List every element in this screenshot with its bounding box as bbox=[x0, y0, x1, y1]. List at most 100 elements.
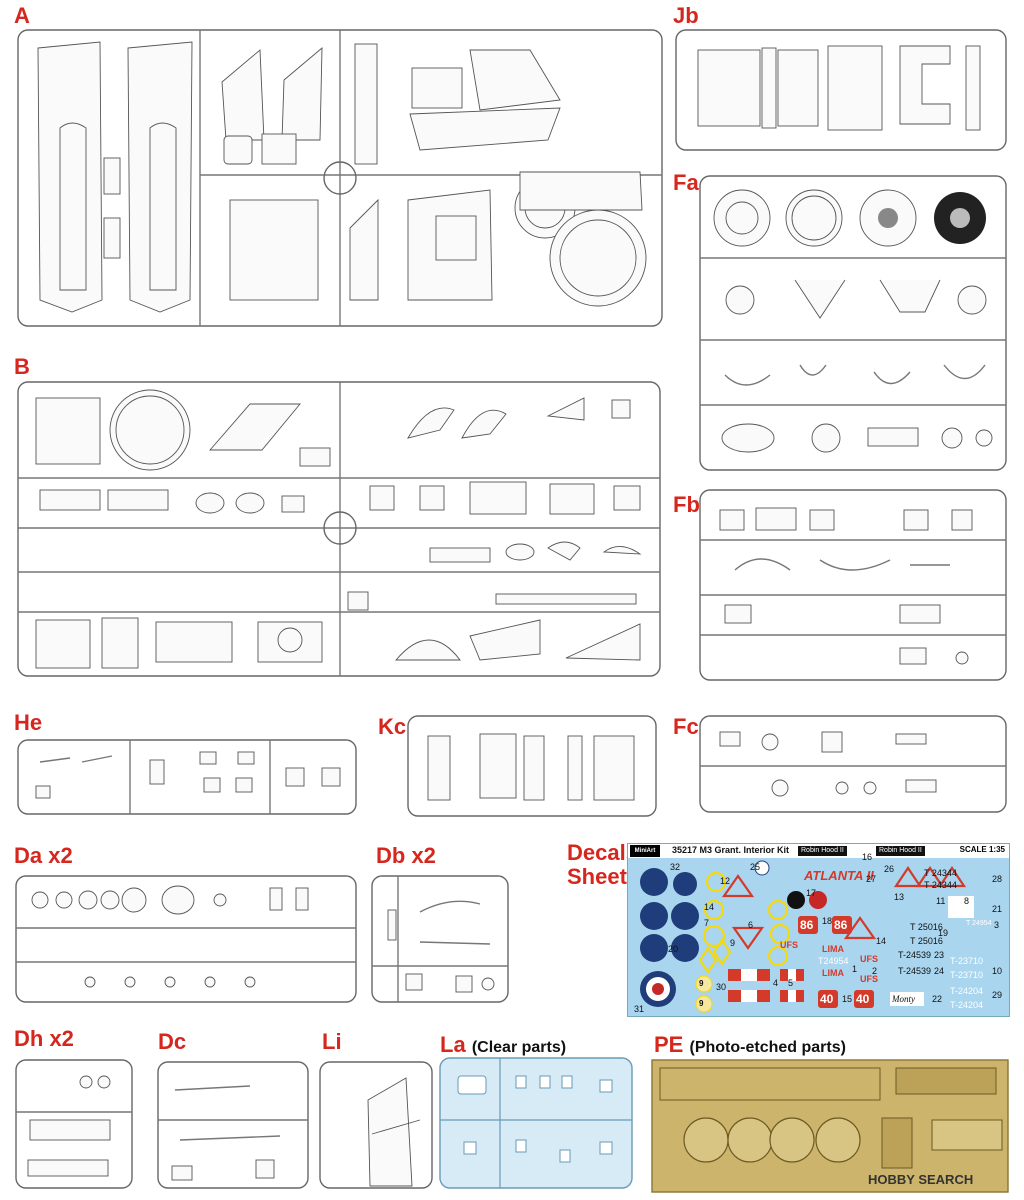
decal-ufs-3: UFS bbox=[860, 974, 878, 984]
decal-num-9: 9 bbox=[730, 938, 736, 948]
decal-atlanta: ATLANTA II bbox=[804, 868, 874, 883]
decal-num-29: 29 bbox=[992, 990, 1003, 1000]
decal-num-14a: 14 bbox=[704, 902, 715, 912]
decal-num-24: 24 bbox=[934, 966, 945, 976]
decal-40-bg-1 bbox=[818, 990, 838, 1008]
decal-num-3: 3 bbox=[994, 920, 1000, 930]
decal-num-30: 30 bbox=[716, 982, 727, 992]
decal-num-4: 4 bbox=[773, 978, 779, 988]
decal-kit-title: 35217 M3 Grant. Interior Kit bbox=[672, 845, 790, 855]
decal-ufs-1: UFS bbox=[780, 940, 798, 950]
sprue-da bbox=[15, 875, 357, 1003]
pe-code: PE bbox=[654, 1032, 684, 1057]
decal-40-bg-2 bbox=[854, 990, 874, 1008]
pe-subtitle: (Photo-etched parts) bbox=[689, 1039, 846, 1056]
la-code: La bbox=[440, 1032, 466, 1057]
decal-47-bg bbox=[948, 896, 974, 918]
decal-robin-hood-2: Robin Hood II bbox=[876, 846, 925, 856]
decal-num-8: 8 bbox=[964, 896, 970, 906]
decal-t24539-b: T-24539 bbox=[898, 966, 932, 976]
decal-num-2: 2 bbox=[872, 966, 878, 976]
decal-flags bbox=[728, 969, 804, 1002]
decal-disc-9-1 bbox=[695, 975, 713, 993]
decal-t25016-a: T 25016 bbox=[910, 922, 943, 932]
decals-label-line1: Decals bbox=[567, 840, 638, 865]
decal-num-21: 21 bbox=[992, 904, 1003, 914]
decal-t24539-a: T-24539 bbox=[898, 950, 932, 960]
sprue-li bbox=[319, 1061, 433, 1189]
raf-roundel bbox=[640, 971, 676, 1007]
sprue-label-b: B bbox=[14, 354, 30, 379]
us-star-roundels bbox=[640, 868, 699, 962]
decal-num-18: 18 bbox=[822, 916, 833, 926]
decal-num-11: 11 bbox=[936, 896, 946, 906]
decal-t24954-a: T24954 bbox=[818, 956, 849, 966]
sprue-label-db: Db x2 bbox=[376, 843, 436, 868]
la-subtitle: (Clear parts) bbox=[471, 1039, 567, 1056]
decal-num-17: 17 bbox=[806, 888, 817, 898]
decal-num-25: 25 bbox=[750, 862, 761, 872]
decal-9-b: 9 bbox=[699, 999, 704, 1008]
decal-emblem-3 bbox=[754, 860, 770, 876]
decal-9-a: 9 bbox=[699, 979, 704, 988]
decal-num-14b: 14 bbox=[876, 936, 887, 946]
sprue-label-a: A bbox=[14, 3, 30, 28]
decal-lima-1: LIMA bbox=[822, 944, 844, 954]
sprue-label-li: Li bbox=[322, 1029, 342, 1054]
sprue-jb bbox=[675, 29, 1007, 151]
sprue-label-pe: PE (Photo-etched parts) bbox=[654, 1034, 846, 1056]
sprue-label-la: La (Clear parts) bbox=[440, 1034, 566, 1056]
red-triangles bbox=[721, 866, 967, 950]
decal-num-27: 27 bbox=[866, 874, 877, 884]
decal-num-19: 19 bbox=[938, 928, 949, 938]
decal-ufs-2: UFS bbox=[860, 954, 878, 964]
sprue-kc bbox=[407, 715, 657, 817]
decal-86-bg-2 bbox=[832, 916, 852, 934]
decal-num-26: 26 bbox=[884, 864, 895, 874]
sprue-a bbox=[17, 29, 663, 327]
decal-sheet: MiniArt 35217 M3 Grant. Interior Kit Rob… bbox=[627, 843, 1010, 1017]
sprue-pe bbox=[651, 1059, 1009, 1193]
decal-40-a: 40 bbox=[820, 992, 834, 1006]
decals-label-line2: Sheet bbox=[567, 864, 627, 889]
decal-86-bg-1 bbox=[798, 916, 818, 934]
decal-disc-9-2 bbox=[695, 995, 713, 1013]
decal-num-13: 13 bbox=[894, 892, 905, 902]
sprue-he bbox=[17, 739, 357, 815]
decal-num-10: 10 bbox=[992, 966, 1003, 976]
decal-t25016-b: T 25016 bbox=[910, 936, 943, 946]
sprue-db bbox=[371, 875, 509, 1003]
decal-emblem-2 bbox=[809, 891, 827, 909]
decal-sheet-header: MiniArt 35217 M3 Grant. Interior Kit Rob… bbox=[628, 844, 1009, 858]
decal-lima-2: LIMA bbox=[822, 968, 844, 978]
decal-num-32: 32 bbox=[670, 862, 681, 872]
sprue-label-kc: Kc bbox=[378, 714, 407, 739]
decal-t23710-b: T-23710 bbox=[950, 970, 984, 980]
decal-emblem-1 bbox=[787, 891, 805, 909]
decal-num-22: 22 bbox=[932, 994, 943, 1004]
decal-num-12: 12 bbox=[720, 876, 731, 886]
decal-t23710-a: T-23710 bbox=[950, 956, 984, 966]
decal-robin-hood-1: Robin Hood II bbox=[798, 846, 847, 856]
sprue-label-jb: Jb bbox=[673, 3, 699, 28]
sprue-dc bbox=[157, 1061, 309, 1189]
decal-47: 47 bbox=[950, 898, 968, 915]
decal-shapes bbox=[640, 860, 974, 1013]
sprue-label-dh: Dh x2 bbox=[14, 1026, 74, 1051]
yellow-circles bbox=[698, 871, 791, 974]
decal-num-23: 23 bbox=[934, 950, 945, 960]
decal-monty: Monty bbox=[892, 994, 915, 1004]
decal-t24344-a: T 24344 bbox=[924, 868, 957, 878]
sprue-label-fa: Fa bbox=[673, 170, 699, 195]
decal-40-b: 40 bbox=[856, 992, 870, 1006]
sprue-label-fb: Fb bbox=[673, 492, 700, 517]
decal-num-7: 7 bbox=[704, 918, 710, 928]
decal-num-28: 28 bbox=[992, 874, 1003, 884]
sprue-label-da: Da x2 bbox=[14, 843, 73, 868]
decal-num-15: 15 bbox=[842, 994, 853, 1004]
sprue-la bbox=[439, 1057, 633, 1189]
decal-num-16: 16 bbox=[862, 852, 873, 862]
decal-86-a: 86 bbox=[800, 918, 814, 932]
